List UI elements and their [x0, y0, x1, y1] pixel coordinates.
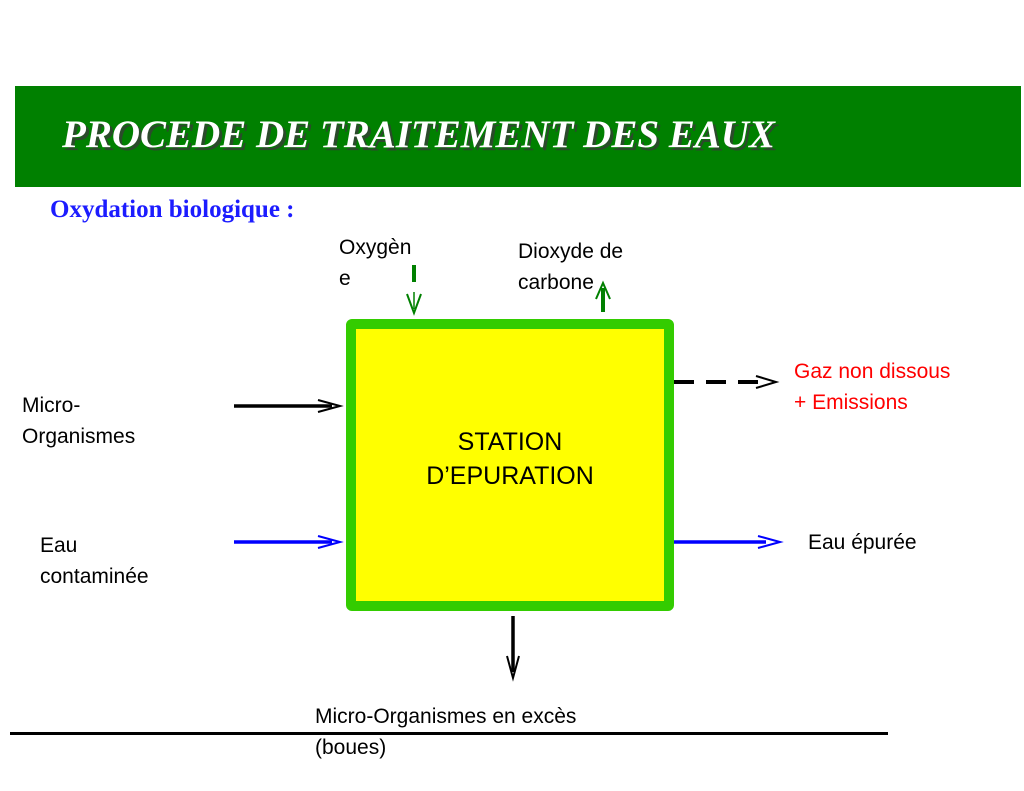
sludge-arrow — [506, 616, 520, 682]
co2-arrow — [595, 280, 611, 312]
oxygen-label-line1: Oxygèn — [339, 236, 412, 259]
page-title: PROCEDE DE TRAITEMENT DES EAUX — [62, 113, 775, 156]
station-label-line2: D’EPURATION — [426, 462, 594, 490]
oxygen-label: Oxygèn e — [339, 232, 411, 294]
gas-label-line2: + Emissions — [794, 391, 908, 414]
contaminated-water-label-line1: Eau — [40, 534, 78, 557]
oxygen-label-line2: e — [339, 267, 351, 290]
station-label-line1: STATION — [457, 428, 563, 456]
section-subtitle: Oxydation biologique : — [50, 196, 295, 223]
micro-organisms-label: Micro- Organismes — [22, 390, 135, 452]
gas-arrow — [674, 375, 780, 389]
station-box — [346, 319, 674, 611]
co2-label-line1: Dioxyde de — [518, 240, 624, 263]
contaminated-water-label-line2: contaminée — [40, 565, 149, 588]
sludge-label: Micro-Organismes en excès (boues) — [315, 701, 576, 763]
sludge-label-line2: (boues) — [315, 736, 387, 759]
gas-label-line1: Gaz non dissous — [794, 360, 951, 383]
contaminated-water-label: Eau contaminée — [40, 530, 149, 592]
contaminated-water-arrow — [234, 535, 344, 549]
sludge-label-line1: Micro-Organismes en excès — [315, 705, 577, 728]
station-label: STATION D’EPURATION — [346, 425, 674, 493]
clean-water-label: Eau épurée — [808, 531, 917, 554]
co2-label: Dioxyde de carbone — [518, 236, 623, 298]
clean-water-arrow — [674, 535, 784, 549]
oxygen-arrow — [406, 265, 422, 316]
micro-organisms-label-line2: Organismes — [22, 425, 136, 448]
gas-label: Gaz non dissous + Emissions — [794, 356, 950, 418]
micro-organisms-label-line1: Micro- — [22, 394, 81, 417]
micro-organisms-arrow — [234, 399, 344, 413]
bottom-rule — [10, 732, 888, 735]
co2-label-line2: carbone — [518, 271, 594, 294]
title-banner — [15, 86, 1021, 187]
